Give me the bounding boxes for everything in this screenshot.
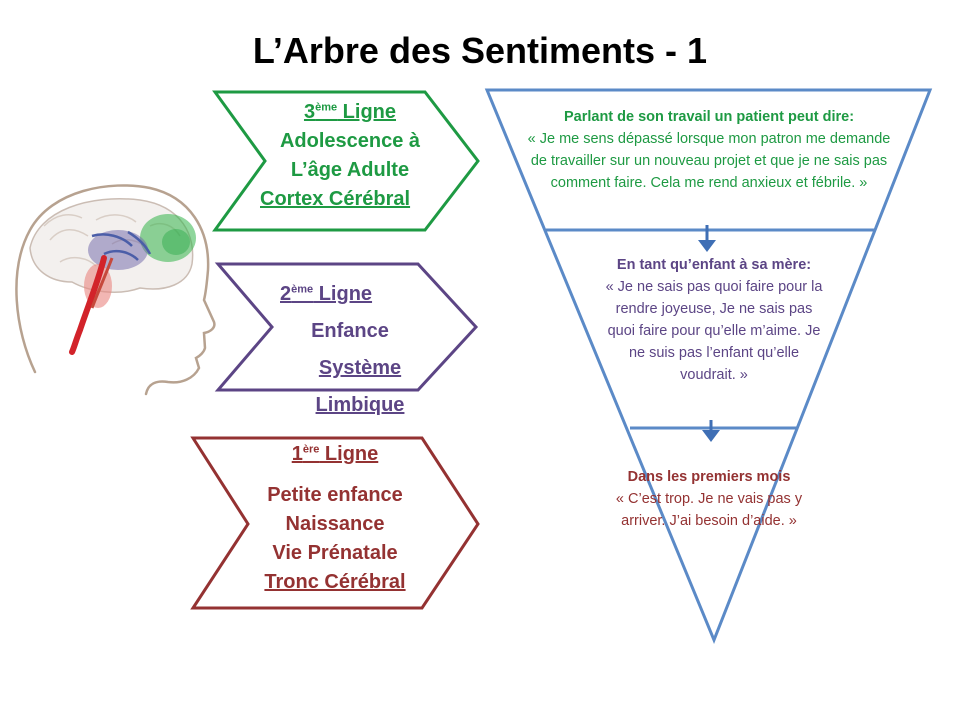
down-arrow-icon — [698, 225, 716, 252]
chevron-third-line — [212, 90, 480, 232]
triangle-bottom-lead: Dans les premiers mois — [627, 469, 791, 485]
page-title: L’Arbre des Sentiments - 1 — [252, 30, 708, 71]
triangle-middle-text: En tant qu’enfant à sa mère: « Je ne sai… — [600, 254, 828, 386]
third-line-brain-region: Cortex Cérébral — [260, 188, 411, 210]
chevron-first-line — [190, 436, 480, 610]
first-line-heading: 1ère Ligne — [291, 443, 379, 465]
third-line-stage-2: L’âge Adulte — [290, 159, 410, 181]
first-line-stage-3: Vie Prénatale — [272, 542, 398, 564]
triangle-middle-lead: En tant qu’enfant à sa mère: — [616, 257, 812, 273]
first-line-brain-region: Tronc Cérébral — [264, 571, 406, 593]
inverted-triangle — [484, 88, 933, 645]
triangle-bottom-text: Dans les premiers mois « C’est trop. Je … — [604, 466, 814, 532]
first-line-text: 1ère Ligne Petite enfance Naissance Vie … — [230, 440, 440, 597]
third-line-stage-1: Adolescence à — [279, 130, 421, 152]
triangle-top-quote: « Je me sens dépassé lorsque mon patron … — [527, 131, 891, 191]
chevron-second-line — [214, 262, 479, 392]
brain-head-icon — [15, 184, 216, 396]
third-line-text: 3ème Ligne Adolescence à L’âge Adulte Co… — [240, 98, 460, 214]
triangle-top-lead: Parlant de son travail un patient peut d… — [563, 109, 855, 125]
first-line-stage-1: Petite enfance — [267, 484, 403, 506]
second-line-heading: 2ème Ligne — [280, 283, 373, 305]
second-line-stage: Enfance — [311, 320, 389, 342]
second-line-text: 2ème Ligne Enfance Système Limbique — [240, 276, 440, 424]
second-line-brain-region: Système Limbique — [315, 357, 405, 416]
triangle-bottom-quote: « C’est trop. Je ne vais pas y arriver. … — [615, 491, 803, 529]
down-arrow-icon — [702, 420, 720, 442]
triangle-middle-quote: « Je ne sais pas quoi faire pour la rend… — [605, 279, 823, 383]
first-line-stage-2: Naissance — [285, 513, 385, 535]
third-line-heading: 3ème Ligne — [303, 101, 397, 123]
triangle-top-text: Parlant de son travail un patient peut d… — [520, 106, 898, 194]
